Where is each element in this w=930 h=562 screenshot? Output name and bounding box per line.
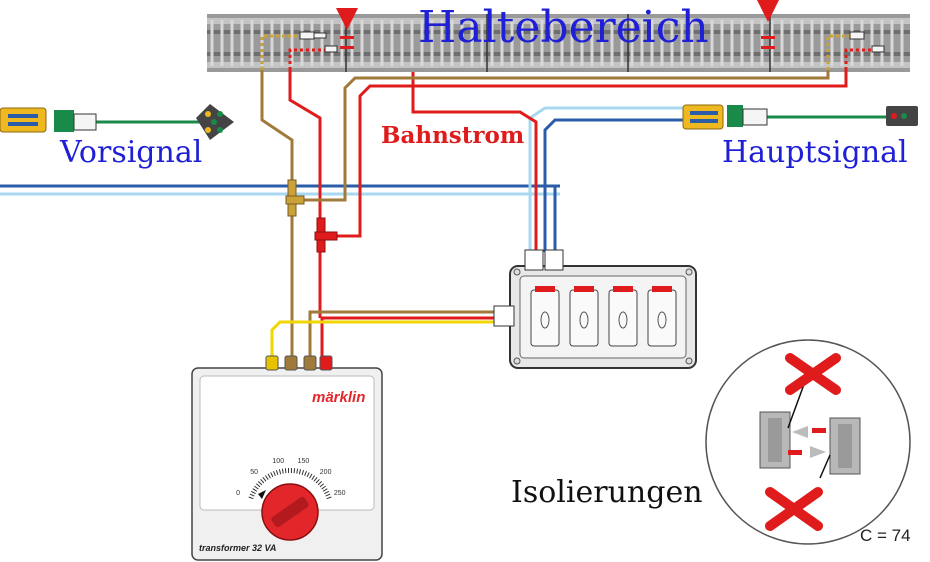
dial-tick-label: 0: [236, 490, 241, 498]
dial-tick-label: 250: [333, 490, 346, 498]
wire-splitters: [285, 179, 338, 253]
dial-tick-label: 100: [272, 457, 285, 465]
switch-button-1[interactable]: [530, 286, 560, 347]
dial-tick-label: 200: [319, 469, 332, 477]
track-feeders: [260, 34, 872, 70]
transformer: [191, 355, 383, 561]
vorsignal-signal: [0, 104, 234, 140]
hauptsignal-signal: [682, 104, 918, 130]
dial-tick-label: 50: [250, 469, 258, 477]
cross-icon: [765, 487, 823, 531]
vorsignal-label: Vorsignal: [60, 135, 203, 170]
isolierungen-label: Isolierungen: [511, 475, 703, 510]
bahnstrom-label: Bahnstrom: [381, 122, 525, 149]
isolierungen-detail: [705, 339, 911, 545]
transformer-terminals: [265, 355, 333, 371]
track-section: [207, 14, 910, 72]
isolation-marker-left: [336, 8, 358, 49]
transformer-model-label: transformer 32 VA: [199, 543, 277, 553]
transformer-brand-logo: märklin: [312, 389, 366, 406]
signal-bus-wires: [0, 106, 690, 252]
track-code-label: C = 74: [860, 526, 911, 545]
switch-button-4[interactable]: [647, 286, 677, 347]
switch-button-3[interactable]: [608, 286, 638, 347]
bahnstrom-wires: [288, 70, 848, 362]
hauptsignal-label: Hauptsignal: [722, 135, 908, 170]
isolation-marker-right: [757, 0, 779, 49]
ground-wires: [260, 70, 830, 362]
cross-icon: [785, 353, 841, 395]
switch-panel: [493, 249, 697, 369]
yellow-wire: [270, 320, 500, 362]
switch-button-2[interactable]: [569, 286, 599, 347]
diagram-title: Haltebereich: [418, 2, 709, 53]
track-connectors: [299, 31, 885, 53]
dial-tick-label: 150: [297, 457, 310, 465]
